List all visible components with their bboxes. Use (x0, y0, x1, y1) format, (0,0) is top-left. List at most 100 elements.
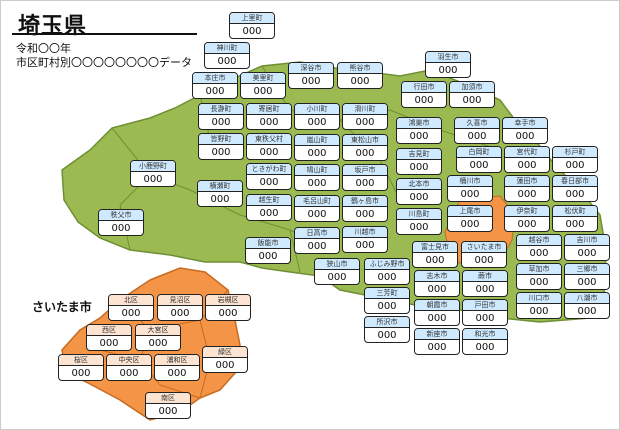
region-value: 000 (258, 251, 278, 262)
region-value: 000 (259, 208, 279, 219)
region-name: 宮代町 (505, 147, 549, 158)
region-value: 000 (355, 209, 375, 220)
region-name: 草加市 (517, 264, 561, 275)
region-name: 白岡町 (457, 147, 501, 158)
region-value: 000 (377, 272, 397, 283)
region-name: 横瀬町 (198, 181, 242, 192)
municipality-label-box: 横瀬町 000 (197, 180, 243, 207)
region-name: 上里町 (230, 13, 274, 24)
region-value: 000 (409, 192, 429, 203)
municipality-label-box: 北本市 000 (396, 178, 442, 205)
region-name: 寄居町 (247, 104, 291, 115)
region-name: 幸手市 (503, 118, 547, 129)
region-value: 000 (409, 222, 429, 233)
municipality-label-box: 鴻巣市 000 (396, 117, 442, 144)
region-value: 000 (529, 248, 549, 259)
region-name: さいたま市 (462, 242, 506, 253)
region-value: 000 (475, 313, 495, 324)
region-name: 越生町 (247, 195, 291, 206)
region-name: 吉見町 (397, 149, 441, 160)
municipality-label-box: 三郷市 000 (564, 263, 610, 290)
region-value: 000 (253, 86, 273, 97)
region-name: 岩槻区 (206, 295, 250, 306)
region-value: 000 (355, 240, 375, 251)
region-name: 朝霞市 (415, 300, 459, 311)
region-name: 深谷市 (289, 63, 333, 74)
region-value: 000 (215, 360, 235, 371)
title-underline (12, 33, 197, 35)
region-value: 000 (158, 406, 178, 417)
region-value: 000 (475, 342, 495, 353)
region-name: 三芳町 (365, 288, 409, 299)
region-name: 本庄市 (193, 73, 237, 84)
region-name: 鴻巣市 (397, 118, 441, 129)
region-name: 見沼区 (158, 295, 202, 306)
region-value: 000 (211, 147, 231, 158)
region-value: 000 (211, 117, 231, 128)
region-value: 000 (577, 248, 597, 259)
region-name: 東松山市 (343, 135, 387, 146)
region-value: 000 (210, 194, 230, 205)
municipality-label-box: 坂戸市 000 (342, 164, 388, 191)
region-value: 000 (355, 148, 375, 159)
region-value: 000 (259, 147, 279, 158)
region-value: 000 (438, 65, 458, 76)
region-name: 川口市 (517, 293, 561, 304)
region-value: 000 (327, 272, 347, 283)
region-name: 蓮田市 (505, 176, 549, 187)
region-value: 000 (99, 338, 119, 349)
region-name: 八潮市 (565, 293, 609, 304)
region-value: 000 (307, 117, 327, 128)
region-value: 000 (301, 76, 321, 87)
ward-label-box: 西区 000 (86, 324, 132, 351)
region-name: 坂戸市 (343, 165, 387, 176)
page-title: 埼玉県 (18, 14, 88, 39)
region-value: 000 (577, 277, 597, 288)
region-name: ふじみ野市 (365, 259, 409, 270)
municipality-label-box: ふじみ野市 000 (364, 258, 410, 285)
region-value: 000 (111, 223, 131, 234)
region-value: 000 (170, 308, 190, 319)
region-name: 北本市 (397, 179, 441, 190)
region-name: 川島町 (397, 209, 441, 220)
region-value: 000 (462, 95, 482, 106)
region-value: 000 (355, 178, 375, 189)
region-value: 000 (475, 284, 495, 295)
region-value: 000 (148, 338, 168, 349)
municipality-label-box: 東松山市 000 (342, 134, 388, 161)
region-name: 杉戸町 (553, 147, 597, 158)
region-name: 西区 (87, 325, 131, 336)
region-name: 桶川市 (448, 176, 492, 187)
region-value: 000 (409, 131, 429, 142)
municipality-label-box: 川島町 000 (396, 208, 442, 235)
region-name: 神川町 (205, 43, 249, 54)
region-value: 000 (377, 301, 397, 312)
region-value: 000 (565, 189, 585, 200)
region-value: 000 (121, 308, 141, 319)
region-name: 熊谷市 (338, 63, 382, 74)
region-name: 三郷市 (565, 264, 609, 275)
region-value: 000 (218, 308, 238, 319)
